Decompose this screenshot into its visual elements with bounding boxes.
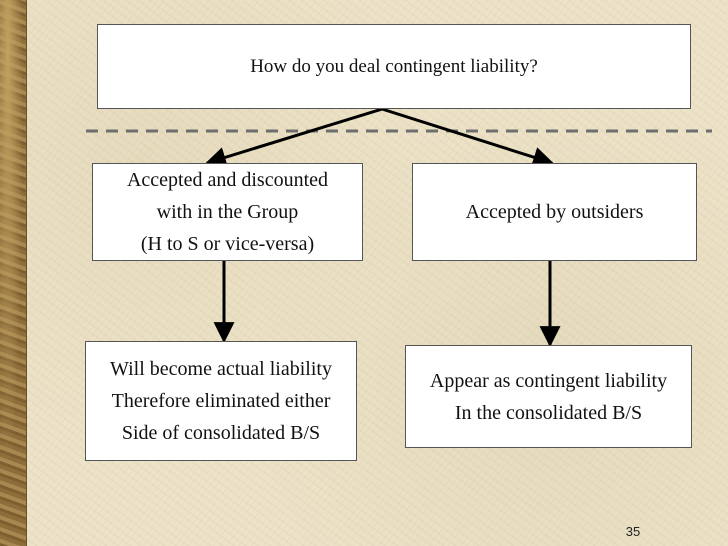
branch-box-within-group: Accepted and discounted with in the Grou… xyxy=(92,163,363,261)
page-number: 35 xyxy=(625,524,641,539)
arrow-question-to-within xyxy=(204,107,383,168)
outcome-text-contingent-liability: Appear as contingent liability In the co… xyxy=(429,369,668,424)
branch-label-within-group: Accepted and discounted with in the Grou… xyxy=(126,169,329,255)
branch-label-outsiders: Accepted by outsiders xyxy=(465,201,644,223)
branch-box-outsiders: Accepted by outsiders xyxy=(412,163,697,261)
outcome-text-actual-liability: Will become actual liability Therefore e… xyxy=(110,358,332,444)
outcome-box-contingent-liability: Appear as contingent liability In the co… xyxy=(405,345,692,448)
question-text: How do you deal contingent liability? xyxy=(250,55,538,77)
question-box: How do you deal contingent liability? xyxy=(97,24,691,109)
arrow-question-to-outsiders xyxy=(381,107,555,168)
decorative-side-strip xyxy=(0,0,27,546)
outcome-box-actual-liability: Will become actual liability Therefore e… xyxy=(85,341,357,461)
